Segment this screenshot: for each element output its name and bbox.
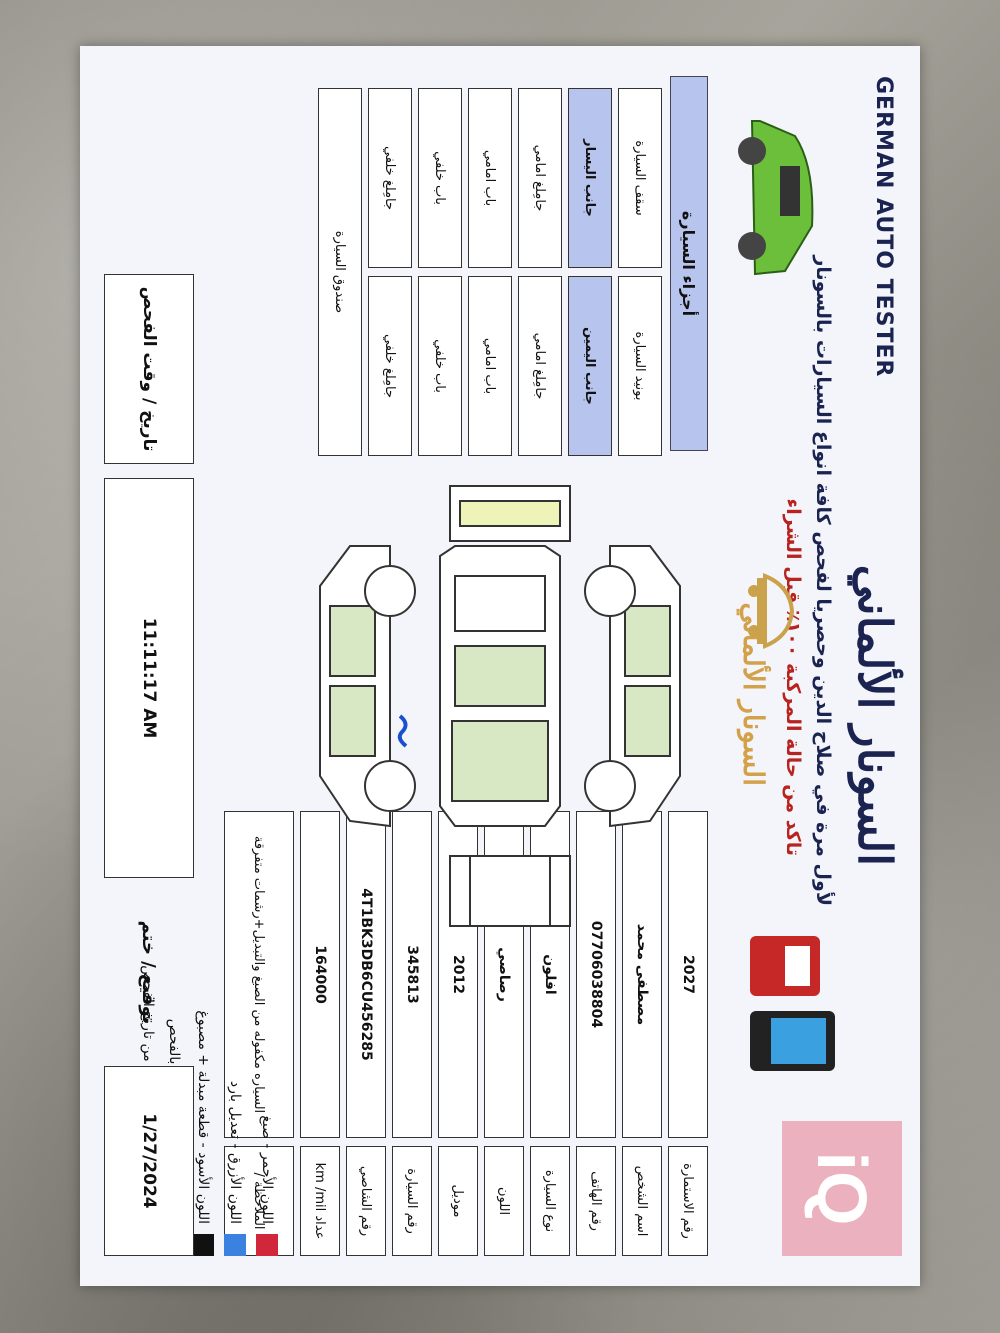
red-swatch <box>256 1234 278 1256</box>
car-diagram <box>280 476 720 936</box>
info-label: اللون <box>484 1146 524 1256</box>
parts-row-3: باب خلفي باب خلفي <box>418 76 462 456</box>
info-label: عداد km /mil <box>300 1146 340 1256</box>
iq-logo: iQ <box>782 1121 902 1256</box>
black-swatch <box>192 1234 214 1256</box>
parts-row-top: بونيد السيارة سقف السيارة <box>618 76 662 456</box>
part-rear-door-left: باب خلفي <box>418 88 462 268</box>
part-rear-fender-left: جامِلغ خلفي <box>368 88 412 268</box>
inspection-time: 11:11:17 AM <box>104 478 194 878</box>
legend-red: اللون الأحمر - صبغ <box>256 811 278 1256</box>
title-arabic: السونار الألماني <box>848 565 902 866</box>
part-left-side: جانب اليسار <box>568 88 612 268</box>
diagnostic-tools-icon <box>740 926 840 1086</box>
info-label: موديل <box>438 1146 478 1256</box>
part-front-door-left: باب امامي <box>468 88 512 268</box>
title-english: GERMAN AUTO TESTER <box>871 76 896 377</box>
part-front-door-right: باب امامي <box>468 276 512 456</box>
part-front-fender-left: جامِلغ امامي <box>518 88 562 268</box>
rear-bumper-outline <box>450 856 570 926</box>
part-right-side: جانب اليمين <box>568 276 612 456</box>
datetime-label: تاريخ / وقت الفحص <box>104 274 194 464</box>
parts-row-sides: جانب اليمين جانب اليسار <box>568 76 612 456</box>
parts-header: أجزاء السيارة <box>670 76 708 451</box>
legend-black-label: اللون الأسود - قطعة مبدلة + مصبوغ <box>195 1010 211 1224</box>
blue-swatch <box>224 1234 246 1256</box>
info-label: اسم الشخص <box>622 1146 662 1256</box>
inspection-date: 1/27/2024 <box>104 1066 194 1256</box>
legend-blue: اللون الأزرق - تعديل بارد <box>224 811 246 1256</box>
parts-grid: بونيد السيارة سقف السيارة جانب اليمين جا… <box>312 76 662 456</box>
part-rear-door-right: باب خلفي <box>418 276 462 456</box>
info-label: رقم الشاصي <box>346 1146 386 1256</box>
blue-mark <box>400 716 406 746</box>
parts-row-2: باب امامي باب امامي <box>468 76 512 456</box>
info-label: رقم الاستمارة <box>668 1146 708 1256</box>
info-label: نوع السيارة <box>530 1146 570 1256</box>
subtitle-line2: تاكد من حالة المركبة ١٠٠٪ قبل الشراء <box>782 499 804 856</box>
footer: 1/27/2024 توقيع / ختم 11:11:17 AM تاريخ … <box>104 76 194 1256</box>
part-rear-fender-right: جامِلغ خلفي <box>368 276 412 456</box>
signature-label: توقيع / ختم <box>104 892 194 1052</box>
inspection-card: iQ السونار الألماني GERMAN AUTO TESTER ل… <box>80 46 920 1286</box>
roof-panel <box>455 646 545 706</box>
part-front-fender-right: جامِلغ امامي <box>518 276 562 456</box>
info-label: رقم السيارة <box>392 1146 432 1256</box>
subtitle-line1: لأول مرة في صلاح الدين وحصريا لفحص كافة … <box>812 255 834 906</box>
bonnet-panel <box>452 721 548 801</box>
green-car-icon <box>730 106 840 286</box>
legend-black: اللون الأسود - قطعة مبدلة + مصبوغ <box>192 811 214 1256</box>
legend-red-label: اللون الأحمر - صبغ <box>259 1115 275 1224</box>
part-trunk: صندوق السيارة <box>318 88 362 456</box>
legend-blue-label: اللون الأزرق - تعديل بارد <box>227 1081 243 1224</box>
parts-row-4: جامِلغ خلفي جامِلغ خلفي <box>368 76 412 456</box>
car-emblem-icon <box>740 566 810 656</box>
part-bonnet: بونيد السيارة <box>618 276 662 456</box>
parts-row-trunk: صندوق السيارة <box>318 76 362 456</box>
info-label: رقم الهاتف <box>576 1146 616 1256</box>
part-roof: سقف السيارة <box>618 88 662 268</box>
parts-row-1: جامِلغ امامي جامِلغ امامي <box>518 76 562 456</box>
